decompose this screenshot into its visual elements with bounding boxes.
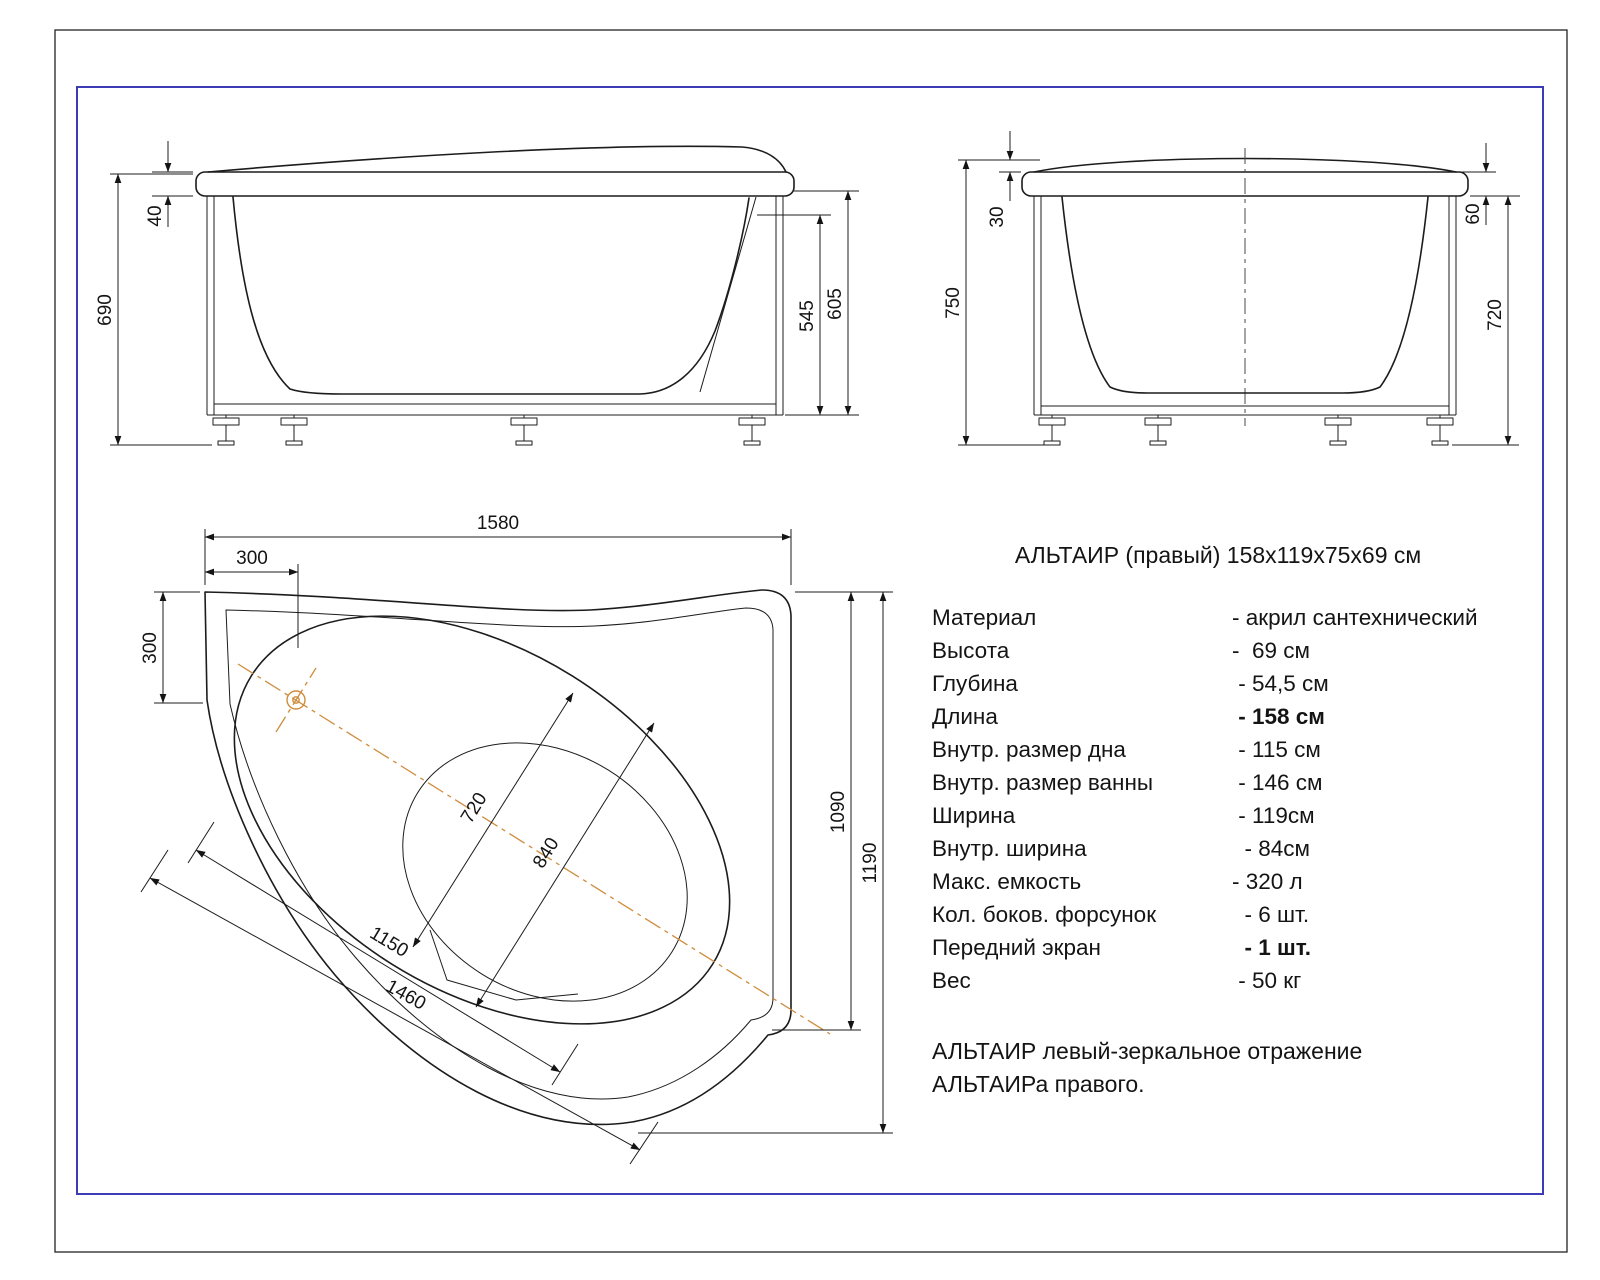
dim-plan-depth: 1090 (828, 791, 849, 833)
spec-label: Макс. емкость (932, 869, 1082, 894)
spec-value: - 320 л (1232, 869, 1303, 894)
product-title: АЛЬТАИР (правый) 158х119х75х69 см (1014, 542, 1422, 568)
spec-value: - 1 шт. (1232, 935, 1312, 960)
dim-plan-inner-width: 720 (457, 789, 492, 827)
spec-value: - акрил сантехнический (1232, 605, 1478, 630)
side-view: 690 40 545 605 (95, 141, 859, 446)
drain-circle (286, 690, 306, 710)
side-basin-profile (232, 196, 750, 395)
end-basin-profile (1061, 196, 1429, 394)
spec-value: - 158 см (1232, 704, 1325, 729)
spec-label: Глубина (932, 671, 1018, 696)
spec-value: - 84см (1232, 836, 1311, 861)
spec-row: Высота - 69 см (932, 634, 1504, 667)
spec-panel: АЛЬТАИР (правый) 158х119х75х69 см Матери… (932, 542, 1504, 1101)
spec-row: Вес - 50 кг (932, 964, 1504, 997)
ext-lines (958, 159, 1046, 446)
spec-value: - 69 см (1232, 638, 1310, 663)
spec-label: Материал (932, 605, 1037, 630)
drain-cross-centerline (275, 667, 317, 733)
side-rim (195, 171, 795, 197)
dim-plan-length: 1580 (477, 513, 519, 534)
spec-value: - 115 см (1232, 737, 1321, 762)
dim-end-height: 720 (1485, 299, 1506, 331)
ext-lines (110, 173, 212, 446)
dim-side-height: 605 (825, 288, 846, 320)
dim-end-overall-height: 750 (943, 287, 964, 319)
spec-label: Передний экран (932, 935, 1101, 960)
dim-side-rim: 40 (145, 205, 166, 226)
dim-plan-offset-left: 300 (140, 632, 161, 664)
inner-blue-frame (76, 86, 1544, 1195)
spec-label: Внутр. ширина (932, 836, 1087, 861)
foot (1144, 414, 1172, 446)
plan-basin-oval (233, 615, 731, 1025)
spec-row: Длина - 158 см (932, 700, 1504, 733)
end-view: 750 30 60 720 (943, 131, 1520, 446)
dim-plan-offset-top: 300 (236, 548, 268, 569)
mirror-note-line1: АЛЬТАИР левый-зеркальное отражение (932, 1038, 1363, 1064)
spec-table: Материал - акрил сантехнический Высота - 6… (932, 601, 1504, 997)
spec-value: - 146 см (1232, 770, 1323, 795)
spec-value: - 6 шт. (1232, 902, 1310, 927)
side-backrest-line (699, 196, 757, 393)
foot (1038, 414, 1066, 446)
ext-lines (152, 171, 193, 197)
foot (1324, 414, 1352, 446)
mirror-note-line2: АЛЬТАИРа правого. (932, 1071, 1145, 1097)
spec-label: Длина (932, 704, 998, 729)
spec-label: Ширина (932, 803, 1016, 828)
dim-side-depth: 545 (797, 300, 818, 332)
spec-label: Вес (932, 968, 971, 993)
spec-row: Кол. боков. форсунок - 6 шт. (932, 898, 1504, 931)
foot (1426, 414, 1454, 446)
spec-label: Внутр. размер дна (932, 737, 1126, 762)
drain-center (292, 696, 300, 704)
spec-label: Кол. боков. форсунок (932, 902, 1157, 927)
spec-label: Внутр. размер ванны (932, 770, 1154, 795)
dim-end-lip: 30 (987, 206, 1008, 227)
ext-lines (187, 821, 579, 1086)
dim-line (412, 692, 574, 948)
dim-plan-inner-width-max: 840 (529, 834, 564, 872)
ext-lines (154, 591, 203, 704)
plan-view: 1580 300 300 720 840 1150 1460 1090 1190 (140, 513, 893, 1165)
dim-line (149, 877, 641, 1151)
side-skirt (206, 196, 784, 416)
spec-row: Макс. емкость - 320 л (932, 865, 1504, 898)
plan-outer-outline (204, 589, 792, 1126)
spec-row: Материал - акрил сантехнический (932, 601, 1504, 634)
dim-end-rim: 60 (1463, 203, 1484, 224)
foot (280, 414, 308, 446)
mirror-note: АЛЬТАИР левый-зеркальное отражение АЛЬТА… (932, 1035, 1504, 1101)
foot (738, 414, 766, 446)
side-cover-curve (207, 145, 787, 173)
spec-row: Ширина - 119см (932, 799, 1504, 832)
plan-rim-inner-line (225, 607, 774, 1100)
dim-plan-front-inner: 1150 (366, 923, 412, 962)
foot (212, 414, 240, 446)
spec-row: Внутр. ширина - 84см (932, 832, 1504, 865)
end-skirt (1033, 196, 1457, 416)
spec-row: Передний экран - 1 шт. (932, 931, 1504, 964)
spec-row: Внутр. размер дна - 115 см (932, 733, 1504, 766)
ext-lines (140, 849, 659, 1165)
spec-value: - 54,5 см (1232, 671, 1329, 696)
plan-seat-step (429, 929, 579, 1001)
ext-lines (1462, 171, 1520, 197)
dim-line (475, 722, 655, 1008)
spec-value: - 119см (1232, 803, 1315, 828)
dim-plan-width: 1190 (860, 843, 881, 884)
spec-value: - 50 кг (1232, 968, 1302, 993)
spec-label: Высота (932, 638, 1010, 663)
dim-side-overall-height: 690 (95, 294, 116, 326)
spec-row: Глубина - 54,5 см (932, 667, 1504, 700)
foot (510, 414, 538, 446)
outer-frame (54, 29, 1568, 1253)
axis-centerline (237, 663, 831, 1035)
spec-row: Внутр. размер ванны - 146 см (932, 766, 1504, 799)
ext-lines (638, 591, 893, 1134)
